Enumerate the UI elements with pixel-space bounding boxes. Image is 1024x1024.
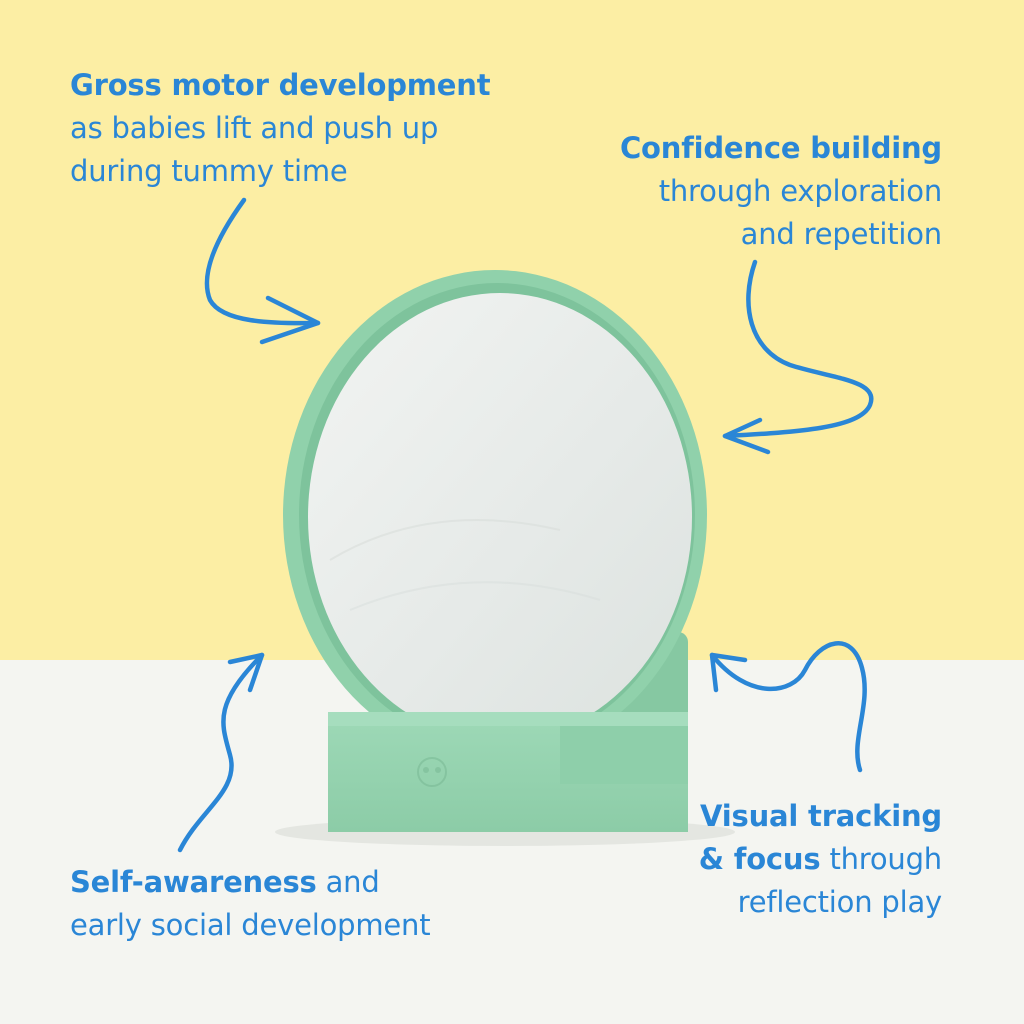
callout-confidence-line: through exploration — [658, 174, 943, 208]
arrow-visual-tracking-icon — [709, 641, 867, 773]
callout-visual-tracking-title: Visual tracking — [700, 799, 942, 833]
mirror-base-slot — [560, 726, 688, 784]
callout-gross-motor-line: during tummy time — [70, 154, 348, 188]
arrow-gross-motor-icon — [204, 197, 321, 345]
mirror-glass — [308, 293, 692, 741]
mirror-base-top — [328, 712, 688, 726]
callout-visual-tracking: Visual tracking & focus through reflecti… — [699, 795, 942, 924]
callout-visual-tracking-text: through — [820, 842, 942, 876]
mirror-reflection — [349, 581, 601, 611]
mirror-base — [328, 712, 688, 832]
callout-gross-motor: Gross motor development as babies lift a… — [70, 64, 491, 193]
callout-self-awareness-title: Self-awareness — [70, 865, 317, 899]
callout-confidence-title: Confidence building — [619, 131, 942, 165]
arrow-confidence-icon — [722, 259, 874, 455]
callout-visual-tracking-line: reflection play — [737, 885, 943, 919]
baby-mirror-icon — [283, 270, 707, 832]
callout-self-awareness-text: and — [316, 865, 380, 899]
callout-confidence-line: and repetition — [740, 217, 943, 251]
callout-self-awareness: Self-awareness and early social developm… — [70, 861, 431, 947]
callout-gross-motor-line: as babies lift and push up — [70, 111, 439, 145]
callout-self-awareness-line: early social development — [70, 908, 431, 942]
callout-confidence: Confidence building through exploration … — [620, 127, 942, 256]
brand-logo-icon — [417, 757, 447, 787]
callout-visual-tracking-title-2: & focus — [698, 842, 821, 876]
mirror-reflection — [329, 519, 561, 561]
arrow-self-awareness-icon — [177, 652, 265, 853]
callout-gross-motor-title: Gross motor development — [70, 68, 491, 102]
